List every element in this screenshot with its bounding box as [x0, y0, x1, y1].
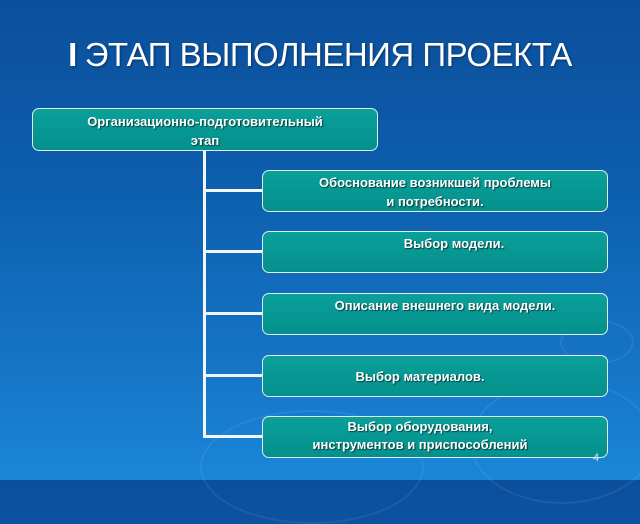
- title-numeral: I: [68, 36, 77, 73]
- step-line1: Обоснование возникшей проблемы: [318, 175, 552, 190]
- step-line1: Выбор модели.: [403, 236, 505, 251]
- connector: [203, 250, 263, 253]
- step-box-appearance: Описание внешнего вида модели.: [262, 293, 608, 335]
- step-line1: Описание внешнего вида модели.: [334, 298, 556, 313]
- step-box-problem: Обоснование возникшей проблемы и потребн…: [262, 170, 608, 212]
- connector: [203, 374, 263, 377]
- root-line2: этап: [190, 133, 220, 148]
- connector: [203, 312, 263, 315]
- root-line1: Организационно-подготовительный: [87, 114, 323, 129]
- step-box-equipment: Выбор оборудования, инструментов и присп…: [262, 416, 608, 458]
- title-text: ЭТАП ВЫПОЛНЕНИЯ ПРОЕКТА: [84, 36, 573, 73]
- connector-vertical: [203, 151, 206, 438]
- step-box-model: Выбор модели.: [262, 231, 608, 273]
- step-line2: и потребности.: [386, 194, 484, 209]
- page-number: 4: [593, 452, 600, 464]
- step-line1: Выбор оборудования,: [347, 419, 493, 434]
- connector: [203, 435, 263, 438]
- step-line1: Выбор материалов.: [355, 369, 485, 384]
- connector: [203, 189, 263, 192]
- root-box: Организационно-подготовительный этап: [32, 108, 378, 151]
- step-box-materials: Выбор материалов.: [262, 355, 608, 397]
- step-line2: инструментов и приспособлений: [312, 437, 528, 452]
